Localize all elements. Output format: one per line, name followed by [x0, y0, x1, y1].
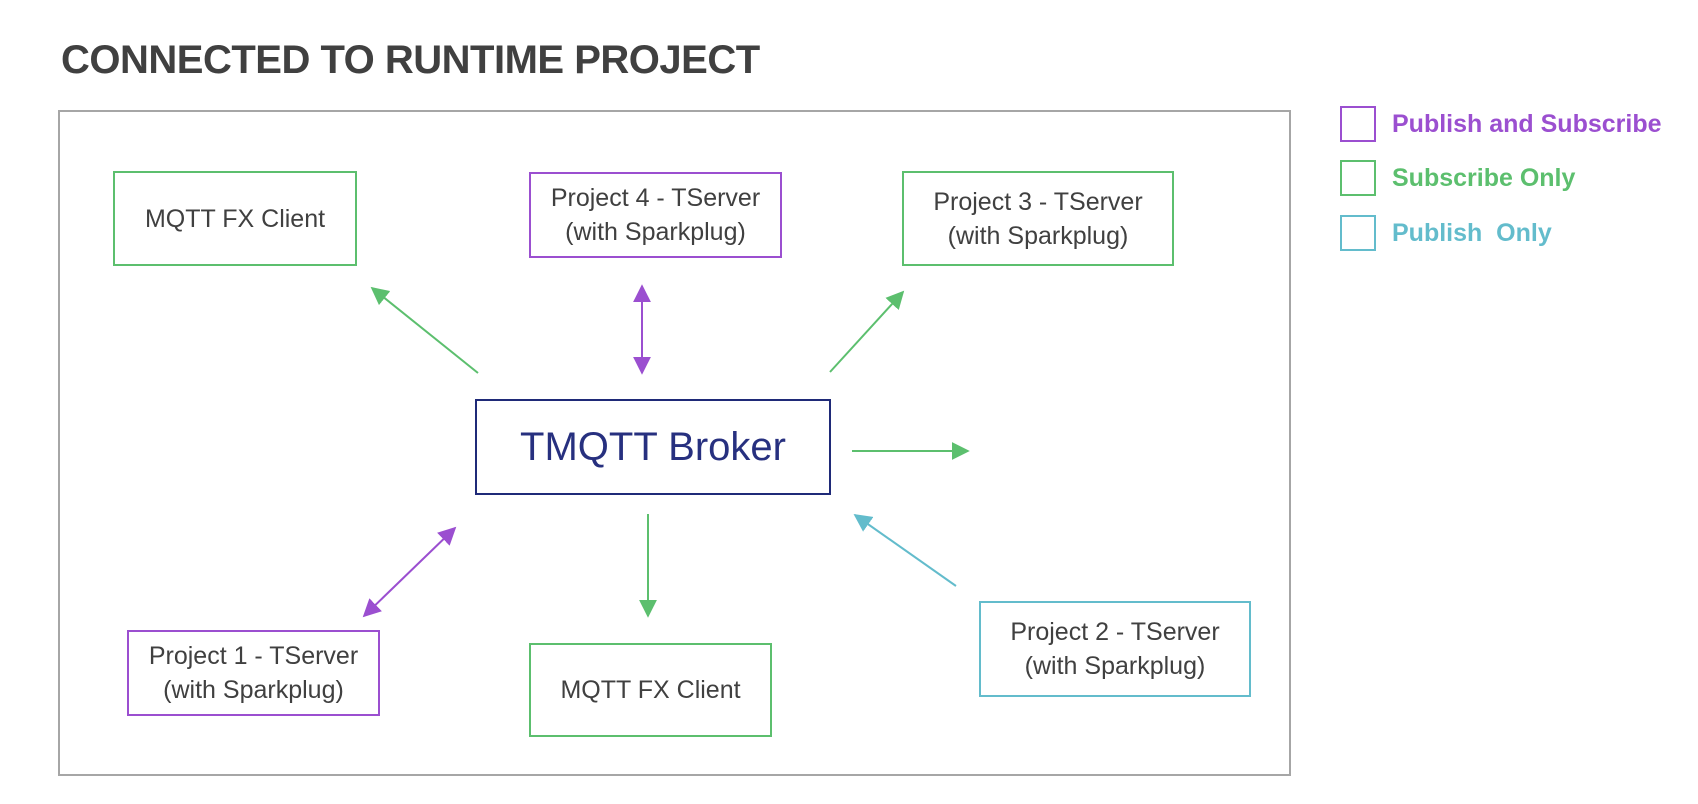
legend-swatch — [1340, 215, 1376, 251]
project3-node: Project 3 - TServer (with Sparkplug) — [902, 171, 1174, 266]
arrow-project2-to-broker — [853, 513, 957, 587]
legend-item-subscribe-only: Subscribe Only — [1340, 160, 1575, 196]
node-label: Project 2 - TServer — [1010, 618, 1220, 646]
project1-node: Project 1 - TServer (with Sparkplug) — [127, 630, 380, 716]
tmqtt-broker-node: TMQTT Broker — [475, 399, 831, 495]
broker-label: TMQTT Broker — [520, 425, 786, 469]
legend-item-publish-and-subscribe: Publish and Subscribe — [1340, 106, 1662, 142]
mqtt-fx-client-bottom-node: MQTT FX Client — [529, 643, 772, 737]
diagram-frame — [58, 110, 1291, 776]
project2-node: Project 2 - TServer (with Sparkplug) — [979, 601, 1251, 697]
legend-label: Publish and Subscribe — [1392, 109, 1662, 138]
arrow-broker-to-project3 — [829, 290, 905, 373]
node-sublabel: (with Sparkplug) — [163, 676, 344, 704]
legend-swatch — [1340, 106, 1376, 142]
node-sublabel: (with Sparkplug) — [565, 218, 746, 246]
node-label: MQTT FX Client — [144, 204, 326, 233]
legend-label: Subscribe Only — [1392, 163, 1576, 192]
legend-label: Publish Only — [1392, 218, 1552, 247]
node-label: Project 4 - TServer — [550, 184, 761, 212]
node-label: Project 3 - TServer — [933, 187, 1143, 216]
node-sublabel: (with Sparkplug) — [1024, 652, 1206, 680]
project4-node: Project 4 - TServer (with Sparkplug) — [529, 172, 782, 258]
node-label: Project 1 - TServer — [148, 642, 359, 670]
mqtt-fx-client-top-node: MQTT FX Client — [113, 171, 357, 266]
arrow-broker-project1 — [362, 526, 457, 618]
page-title: CONNECTED TO RUNTIME PROJECT — [61, 38, 760, 82]
legend-item-publish-only: Publish Only — [1340, 215, 1552, 251]
node-label: MQTT FX Client — [560, 676, 741, 704]
node-sublabel: (with Sparkplug) — [947, 221, 1129, 250]
arrow-broker-to-mqtt-fx-top — [370, 286, 479, 374]
legend-swatch — [1340, 160, 1376, 196]
